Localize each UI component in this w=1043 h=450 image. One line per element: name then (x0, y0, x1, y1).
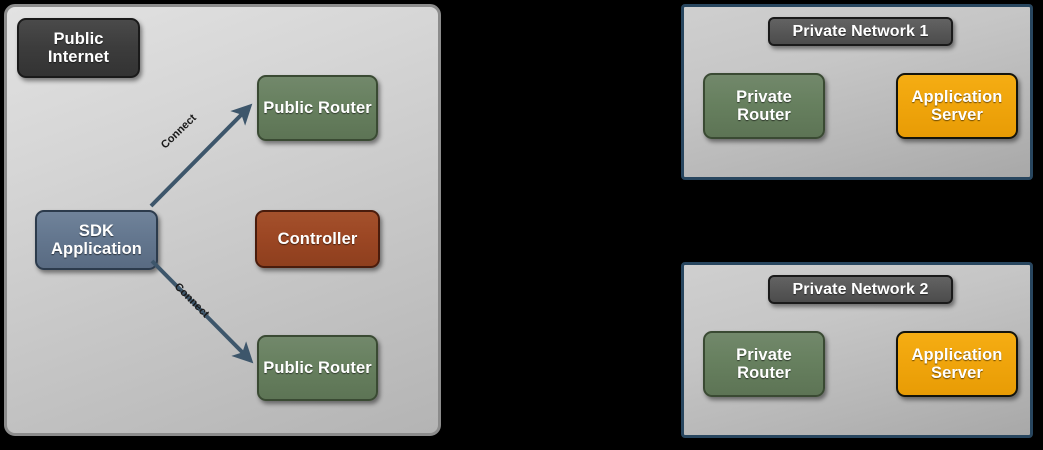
public-internet-badge: Public Internet (17, 18, 140, 78)
node-public-router-bottom[interactable]: Public Router (257, 335, 378, 401)
public-internet-panel: Public Internet SDK Application Public R… (4, 4, 441, 436)
private-network-1-badge-label: Private Network 1 (792, 22, 929, 40)
private-network-1-badge: Private Network 1 (768, 17, 953, 46)
node-application-server-1-label: Application Server (911, 87, 1003, 124)
node-private-router-1[interactable]: Private Router (703, 73, 825, 139)
public-internet-badge-label: Public Internet (47, 29, 110, 66)
private-network-1-panel: Private Network 1 Private Router Applica… (681, 4, 1033, 180)
node-application-server-1[interactable]: Application Server (896, 73, 1018, 139)
node-private-router-2[interactable]: Private Router (703, 331, 825, 397)
node-controller[interactable]: Controller (255, 210, 380, 268)
node-private-router-1-label: Private Router (736, 87, 792, 124)
private-network-2-badge: Private Network 2 (768, 275, 953, 304)
node-sdk-application-label: SDK Application (51, 221, 142, 258)
node-private-router-2-label: Private Router (736, 345, 792, 382)
node-public-router-top-label: Public Router (263, 98, 372, 117)
node-controller-label: Controller (277, 229, 358, 248)
node-application-server-2-label: Application Server (911, 345, 1003, 382)
node-application-server-2[interactable]: Application Server (896, 331, 1018, 397)
node-public-router-top[interactable]: Public Router (257, 75, 378, 141)
private-network-2-badge-label: Private Network 2 (792, 280, 929, 298)
node-public-router-bottom-label: Public Router (263, 358, 372, 377)
private-network-2-panel: Private Network 2 Private Router Applica… (681, 262, 1033, 438)
node-sdk-application[interactable]: SDK Application (35, 210, 158, 270)
